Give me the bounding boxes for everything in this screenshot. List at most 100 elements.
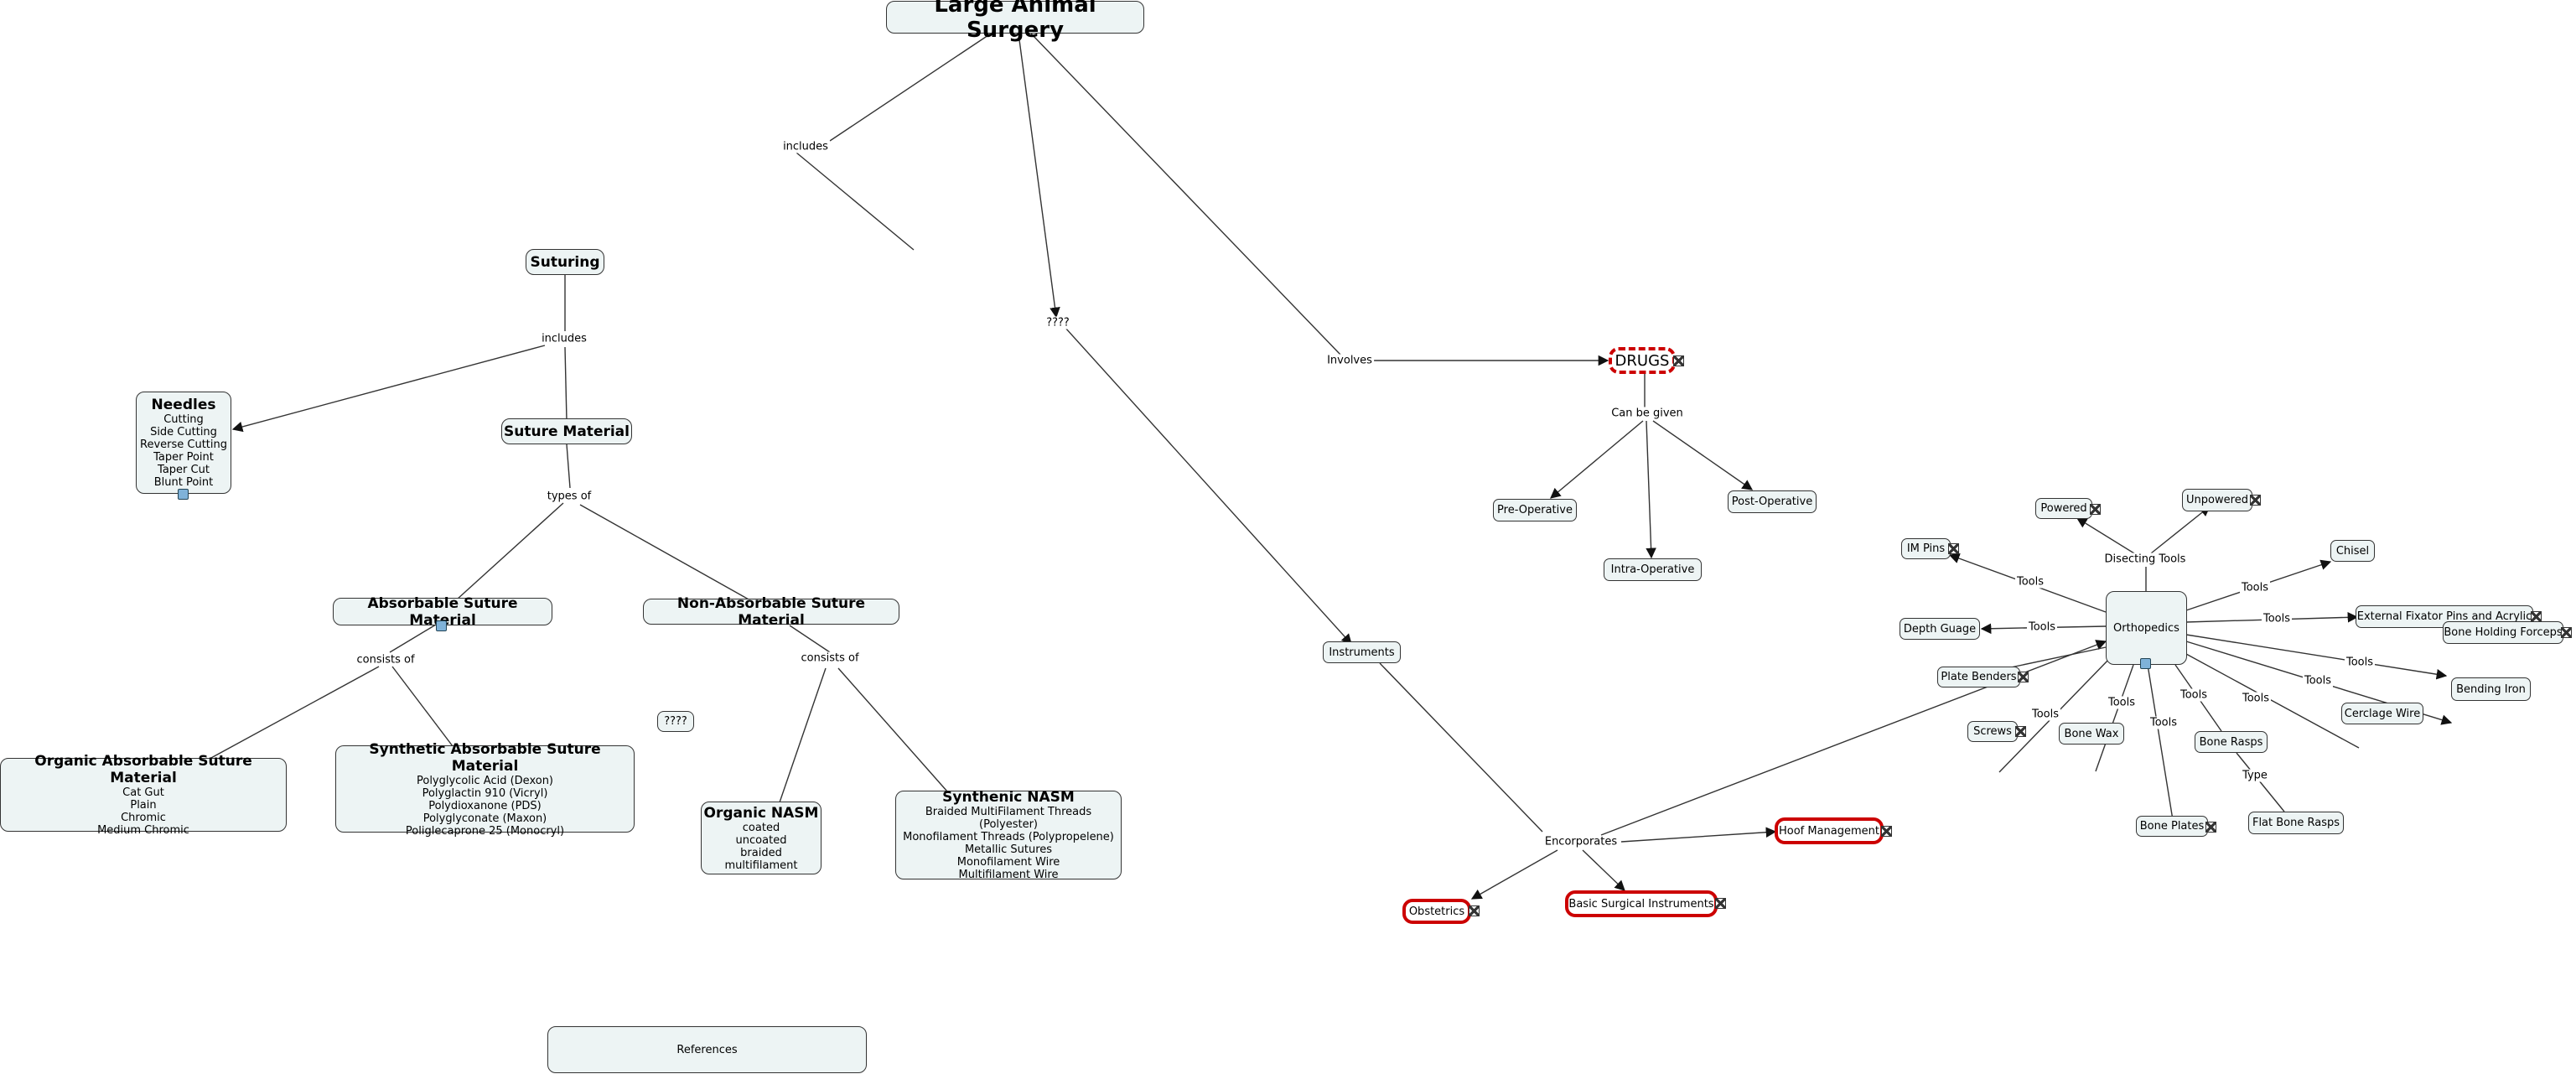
node-hoof-management[interactable]: Hoof Management xyxy=(1775,817,1884,844)
node-orthopedics[interactable]: Orthopedics xyxy=(2106,591,2187,665)
node-suturing[interactable]: Suturing xyxy=(526,249,604,275)
link-label-involves: Involves xyxy=(1325,354,1374,367)
link-includes-material xyxy=(564,346,568,422)
node-bone-wax[interactable]: Bone Wax xyxy=(2059,723,2124,745)
material-item: Chromic xyxy=(121,812,166,824)
link-label-type: Type xyxy=(2241,769,2269,782)
link-given-intra xyxy=(1646,420,1656,559)
link-label-tools: Tools xyxy=(2178,688,2210,702)
material-item: Plain xyxy=(130,799,157,812)
link-icon[interactable] xyxy=(2018,672,2029,682)
node-organic-nasm[interactable]: Organic NASM coated uncoated braided mul… xyxy=(701,802,822,874)
node-bending-iron-label: Bending Iron xyxy=(2456,682,2526,696)
link-consists-organic xyxy=(209,666,380,760)
link-consists-organic-nasm xyxy=(779,667,827,803)
link-icon[interactable] xyxy=(2205,822,2216,833)
node-hoof-management-label: Hoof Management xyxy=(1778,824,1880,838)
image-attachment-icon[interactable] xyxy=(2140,658,2151,669)
node-obstetrics[interactable]: Obstetrics xyxy=(1402,899,1471,924)
node-screws[interactable]: Screws xyxy=(1967,721,2018,742)
node-suturing-label: Suturing xyxy=(530,253,600,271)
node-cerclage-wire[interactable]: Cerclage Wire xyxy=(2341,703,2423,724)
node-plate-benders[interactable]: Plate Benders xyxy=(1937,667,2020,687)
node-im-pins[interactable]: IM Pins xyxy=(1901,538,1951,559)
node-suture-material[interactable]: Suture Material xyxy=(501,418,632,444)
needle-type: Side Cutting xyxy=(150,426,217,438)
link-label-includes: includes xyxy=(781,140,830,153)
node-unknown-small-label: ???? xyxy=(664,715,687,728)
node-chisel[interactable]: Chisel xyxy=(2330,540,2375,562)
link-label-can-be-given: Can be given xyxy=(1609,407,1685,420)
link-icon[interactable] xyxy=(1881,826,1892,837)
node-references[interactable]: References xyxy=(547,1026,867,1073)
link-rasps-flat xyxy=(2236,752,2285,812)
link-icon[interactable] xyxy=(2561,627,2572,638)
node-post-operative-label: Post-Operative xyxy=(1731,495,1813,508)
node-absorbable[interactable]: Absorbable Suture Material xyxy=(333,595,552,629)
link-label-tools: Tools xyxy=(2240,692,2272,705)
node-instruments[interactable]: Instruments xyxy=(1323,641,1401,663)
link-instruments-enc xyxy=(1379,662,1543,833)
node-unpowered[interactable]: Unpowered xyxy=(2182,489,2252,511)
link-label-tools: Tools xyxy=(2026,620,2058,634)
link-root-unknown xyxy=(1018,33,1060,319)
link-enc-hoof xyxy=(1620,827,1777,843)
link-label-tools: Tools xyxy=(2029,708,2061,721)
node-synthetic-nasm[interactable]: Synthenic NASM Braided MultiFilament Thr… xyxy=(895,789,1122,881)
link-icon[interactable] xyxy=(2015,726,2026,737)
node-unknown-small[interactable]: ???? xyxy=(657,711,694,732)
node-flat-bone-rasps-label: Flat Bone Rasps xyxy=(2252,817,2340,829)
link-label-unknown: ???? xyxy=(1044,316,1071,329)
material-item: coated xyxy=(742,821,780,834)
node-cerclage-wire-label: Cerclage Wire xyxy=(2344,707,2421,720)
root-node-title[interactable]: Large Animal Surgery xyxy=(886,0,1144,43)
node-pre-operative[interactable]: Pre-Operative xyxy=(1493,499,1577,521)
node-bone-rasps[interactable]: Bone Rasps xyxy=(2195,731,2268,753)
node-bone-holding-forceps[interactable]: Bone Holding Forceps xyxy=(2443,621,2563,644)
node-synthetic-nasm-title: Synthenic NASM xyxy=(942,789,1075,806)
link-icon[interactable] xyxy=(1673,355,1684,366)
link-consists-synthetic-nasm xyxy=(837,667,948,792)
needle-type: Blunt Point xyxy=(153,476,214,489)
link-icon[interactable] xyxy=(1948,543,1959,554)
needle-type: Taper Cut xyxy=(158,464,210,476)
node-intra-operative[interactable]: Intra-Operative xyxy=(1604,558,1702,581)
material-item: multifilament xyxy=(724,859,798,872)
node-bone-plates-label: Bone Plates xyxy=(2139,820,2205,833)
node-flat-bone-rasps[interactable]: Flat Bone Rasps xyxy=(2248,812,2344,834)
link-icon[interactable] xyxy=(1715,898,1726,909)
link-icon[interactable] xyxy=(2090,504,2101,515)
image-attachment-icon[interactable] xyxy=(178,489,189,500)
material-item: Polydioxanone (PDS) xyxy=(428,799,542,812)
node-depth-guage[interactable]: Depth Guage xyxy=(1900,618,1980,640)
node-bending-iron[interactable]: Bending Iron xyxy=(2451,677,2531,701)
link-enc-obstetrics xyxy=(1470,849,1558,900)
node-drugs[interactable]: DRUGS xyxy=(1609,347,1676,374)
link-ortho-boneplates xyxy=(2147,664,2174,821)
link-ortho-forceps xyxy=(2185,634,2448,680)
node-organic-absorbable-title: Organic Absorbable Suture Material xyxy=(34,753,252,786)
node-needles[interactable]: Needles Cutting Side Cutting Reverse Cut… xyxy=(136,392,231,494)
link-icon[interactable] xyxy=(2250,495,2261,506)
node-bone-rasps-label: Bone Rasps xyxy=(2199,735,2263,749)
image-attachment-icon[interactable] xyxy=(436,620,447,631)
link-icon[interactable] xyxy=(1469,905,1480,916)
link-label-tools: Tools xyxy=(2261,612,2293,625)
node-non-absorbable[interactable]: Non-Absorbable Suture Material xyxy=(643,595,899,629)
link-consists-synthetic xyxy=(391,666,454,747)
link-includes-suturing xyxy=(796,152,915,251)
link-label-tools: Tools xyxy=(2106,696,2138,709)
link-abs-consists xyxy=(389,624,437,653)
material-item: Medium Chromic xyxy=(97,824,189,837)
node-suture-material-label: Suture Material xyxy=(504,423,630,440)
node-synthetic-absorbable[interactable]: Synthetic Absorbable Suture Material Pol… xyxy=(335,741,635,838)
node-pre-operative-label: Pre-Operative xyxy=(1497,504,1573,516)
node-powered[interactable]: Powered xyxy=(2035,498,2092,519)
node-post-operative[interactable]: Post-Operative xyxy=(1728,490,1817,513)
node-basic-surgical[interactable]: Basic Surgical Instruments xyxy=(1565,890,1718,917)
root-title: Large Animal Surgery xyxy=(934,0,1096,43)
node-bone-plates[interactable]: Bone Plates xyxy=(2136,816,2208,837)
node-organic-absorbable[interactable]: Organic Absorbable Suture Material Cat G… xyxy=(0,753,287,837)
link-includes-needles xyxy=(231,345,546,433)
material-item: Metallic Sutures xyxy=(964,843,1053,856)
